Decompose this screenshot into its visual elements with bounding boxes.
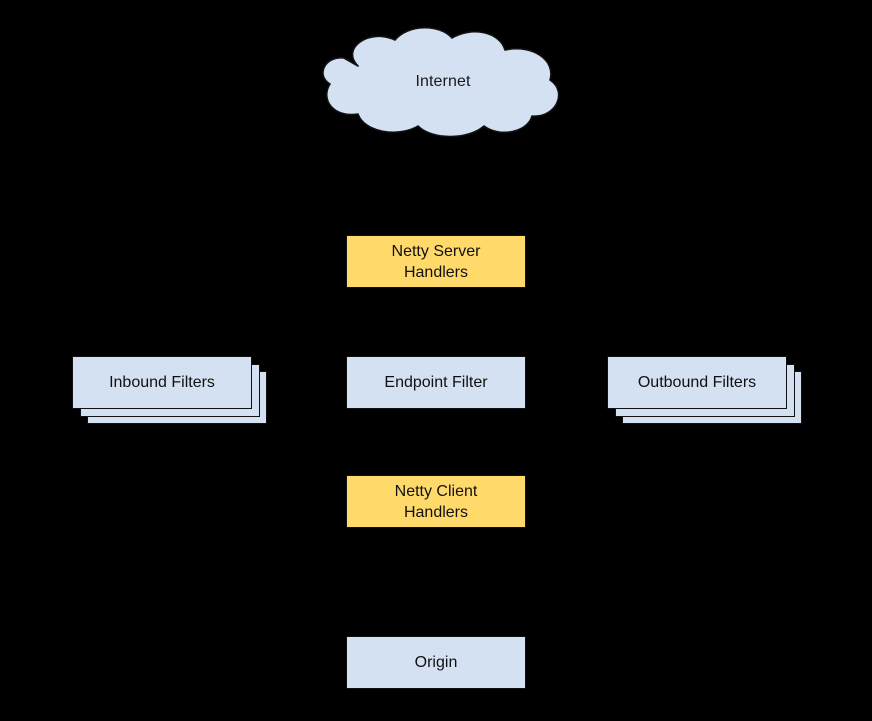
node-origin: Origin [346, 636, 526, 689]
node-netty-server-handlers: Netty Server Handlers [346, 235, 526, 288]
node-outbound-filters: Outbound Filters [607, 356, 802, 424]
node-netty-client-handlers: Netty Client Handlers [346, 475, 526, 528]
node-inbound-filters: Inbound Filters [72, 356, 267, 424]
cloud-icon [322, 27, 560, 138]
outbound-filters-layer-front [607, 356, 787, 409]
node-internet: Internet [300, 26, 570, 138]
node-endpoint-filter: Endpoint Filter [346, 356, 526, 409]
inbound-filters-layer-front [72, 356, 252, 409]
